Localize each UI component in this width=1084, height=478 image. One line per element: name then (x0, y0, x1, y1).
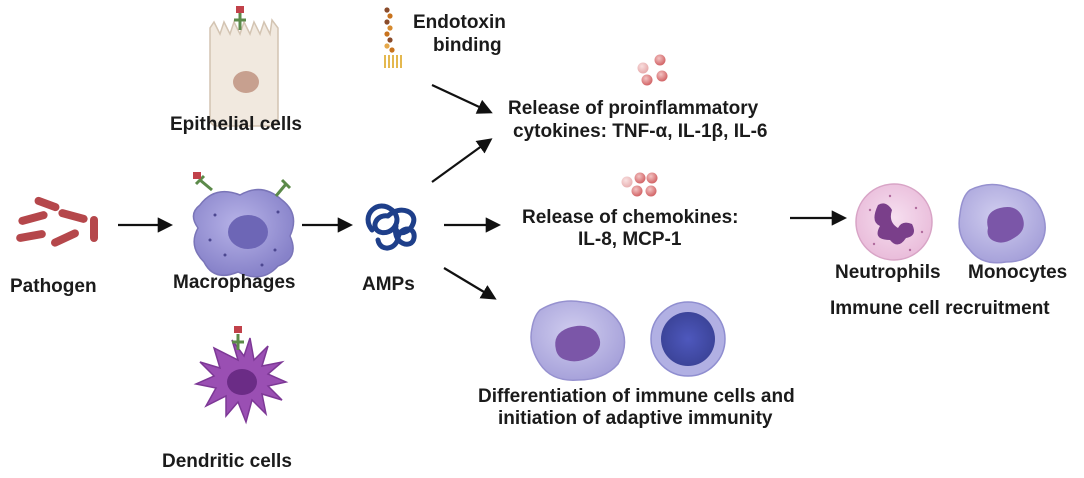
label-amps: AMPs (362, 274, 415, 295)
endotoxin-icon (384, 7, 402, 68)
amp-peptide-icon (365, 203, 417, 251)
neutrophil-cell-icon (855, 183, 933, 261)
label-dendritic-cells: Dendritic cells (162, 451, 292, 472)
monocyte-differentiation-icon (530, 300, 626, 381)
cytokine-particles-icon (637, 54, 668, 86)
label-epithelial-cells: Epithelial cells (170, 114, 302, 135)
label-endotoxin-line1: Endotoxin (413, 12, 506, 33)
lymphocyte-cell-icon (650, 301, 726, 377)
pathogen-bacteria-icon (16, 196, 98, 247)
arrow-amps-to-differentiation (443, 267, 497, 300)
monocyte-cell-icon (958, 183, 1046, 264)
label-differentiation-line2: initiation of adaptive immunity (498, 408, 773, 429)
label-endotoxin-line2: binding (433, 35, 502, 56)
label-chemokines-line2: IL-8, MCP-1 (578, 229, 682, 250)
epithelial-cell-icon (209, 6, 279, 127)
flow-arrows (118, 84, 848, 300)
label-neutrophils: Neutrophils (835, 262, 941, 283)
chemokine-particles-icon (621, 172, 658, 197)
label-cytokines-line1: Release of proinflammatory (508, 98, 759, 119)
label-monocytes: Monocytes (968, 262, 1068, 283)
macrophage-cell-icon (192, 172, 295, 278)
label-differentiation-line1: Differentiation of immune cells and (478, 386, 795, 407)
dendritic-cell-icon (193, 326, 289, 425)
label-pathogen: Pathogen (10, 276, 97, 297)
label-immune-cell-recruitment: Immune cell recruitment (830, 298, 1050, 319)
label-cytokines-line2: cytokines: TNF-α, IL-1β, IL-6 (513, 121, 768, 142)
label-macrophages: Macrophages (173, 272, 296, 293)
label-chemokines-line1: Release of chemokines: (522, 207, 739, 228)
arrow-amps-to-cytokines (431, 138, 493, 183)
arrow-endotoxin-to-cytokines (431, 84, 493, 114)
